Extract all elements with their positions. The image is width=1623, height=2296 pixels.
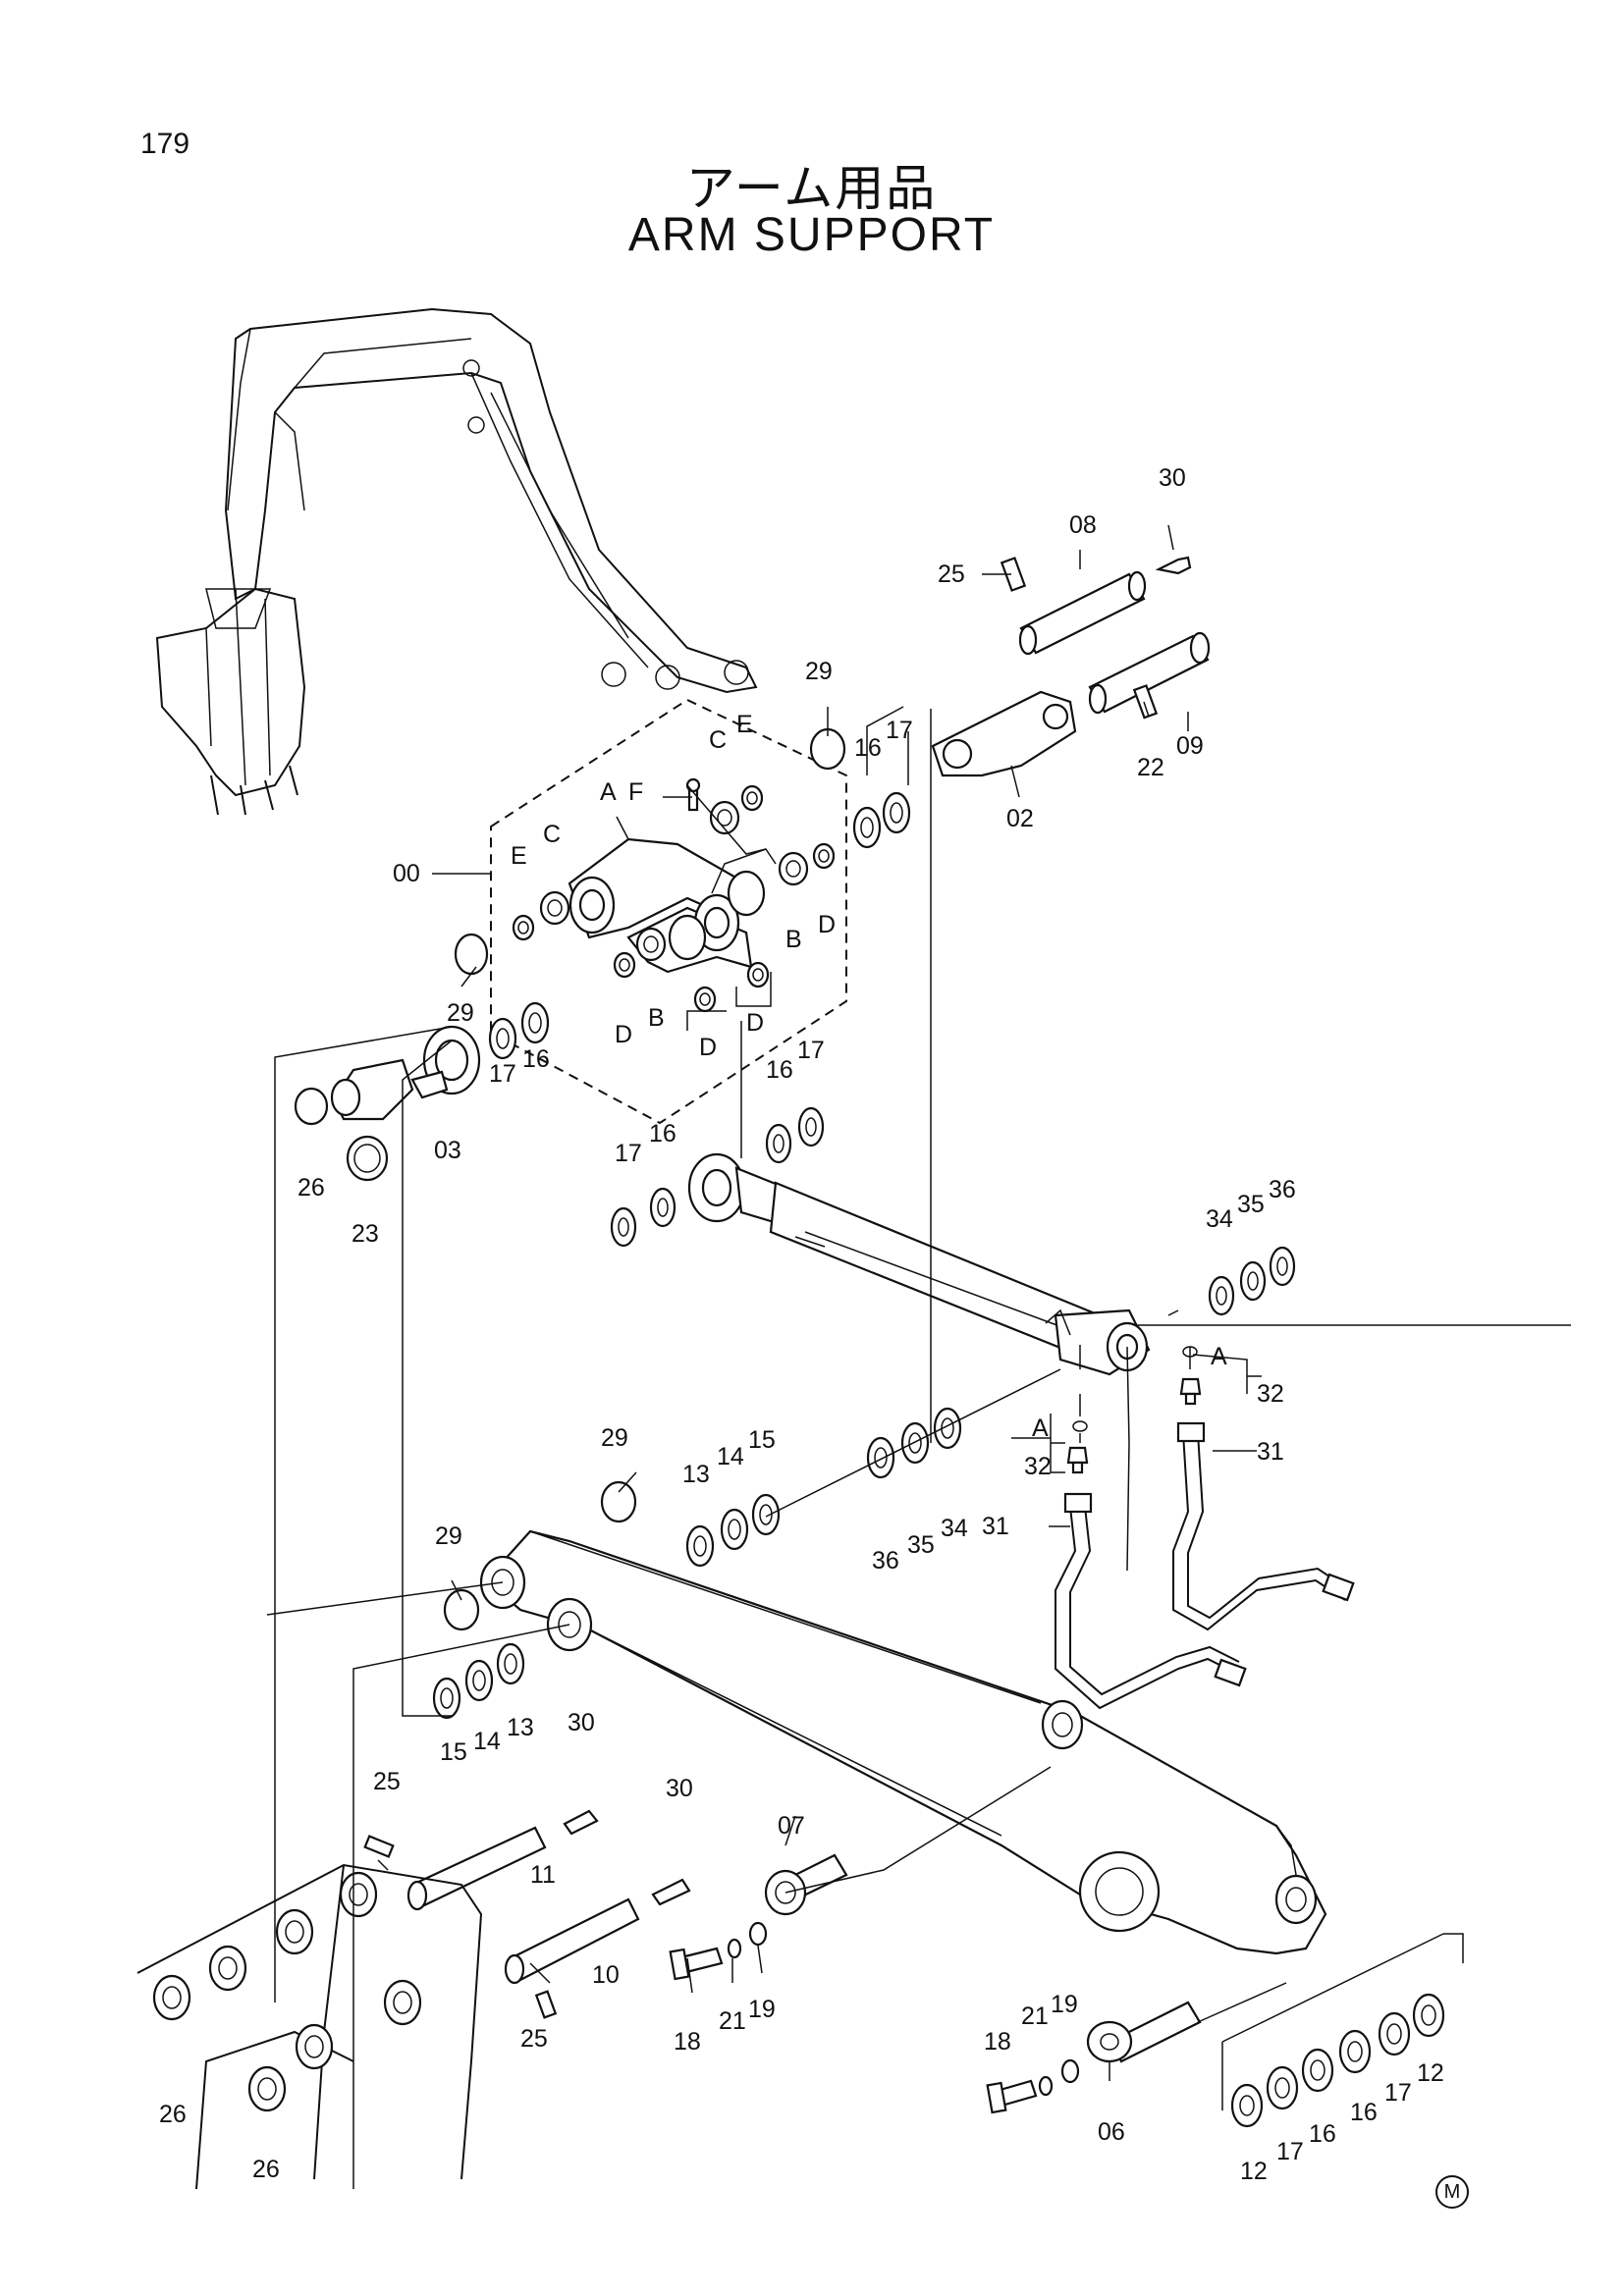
callout-12: 12	[1240, 2158, 1268, 2185]
callout-18: 18	[674, 2028, 701, 2056]
callout-03: 03	[434, 1137, 461, 1164]
callout-34b: 34	[941, 1515, 968, 1542]
callout-14b: 14	[473, 1728, 501, 1755]
callout-16e: 16	[1309, 2120, 1336, 2148]
callout-16d: 16	[649, 1120, 676, 1148]
callout-31b: 31	[982, 1513, 1009, 1540]
callout-00: 00	[393, 860, 420, 887]
callout-09: 09	[1176, 732, 1204, 760]
callout-16c: 16	[766, 1056, 793, 1084]
callout-16: 16	[854, 734, 882, 762]
callout-21: 21	[719, 2007, 746, 2035]
callout-17c: 17	[797, 1037, 825, 1064]
callout-19: 19	[748, 1996, 776, 2023]
callout-f: F	[628, 778, 643, 806]
callout-32: 32	[1257, 1380, 1284, 1408]
bucket-linkage	[136, 1863, 483, 2190]
callout-30b: 30	[568, 1709, 595, 1736]
callout-17: 17	[886, 717, 913, 744]
callout-29: 29	[805, 658, 833, 685]
callout-30: 30	[1159, 464, 1186, 492]
excavator-overview-drawing	[155, 307, 758, 816]
callout-29d: 29	[435, 1522, 462, 1550]
callout-25c: 25	[520, 2025, 548, 2053]
title-english: ARM SUPPORT	[627, 209, 996, 261]
callout-36: 36	[1269, 1176, 1296, 1203]
callout-b: B	[785, 926, 802, 953]
callout-10: 10	[592, 1961, 620, 1989]
callout-02: 02	[1006, 805, 1034, 832]
callout-14: 14	[717, 1443, 744, 1470]
hose-31-right	[1172, 1421, 1355, 1631]
callout-07: 07	[778, 1812, 805, 1840]
callout-30c: 30	[666, 1775, 693, 1802]
callout-d: D	[818, 911, 836, 938]
callout-15: 15	[748, 1426, 776, 1454]
callout-35: 35	[1237, 1191, 1265, 1218]
callout-labels: 30 08 25 29 16 17 E C A F 22 09 02 00 E …	[159, 464, 1444, 2185]
callout-26: 26	[298, 1174, 325, 1201]
callout-e: E	[736, 711, 753, 738]
callout-16b: 16	[522, 1045, 550, 1073]
callout-23: 23	[352, 1220, 379, 1248]
callout-32b: 32	[1024, 1453, 1052, 1480]
callout-13: 13	[682, 1461, 710, 1488]
callout-13b: 13	[507, 1714, 534, 1741]
callout-18b: 18	[984, 2028, 1011, 2056]
leader-lines	[266, 524, 1571, 2189]
title-japanese: アーム用品	[685, 160, 938, 217]
link-assembly-boundary	[490, 698, 847, 1125]
hose-31-left	[1055, 1492, 1247, 1710]
callout-19b: 19	[1051, 1991, 1078, 2018]
callout-31: 31	[1257, 1438, 1284, 1466]
m-stamp: M	[1435, 2175, 1469, 2209]
callout-b2: B	[648, 1004, 665, 1032]
callout-17f: 17	[1384, 2079, 1412, 2107]
callout-17b: 17	[489, 1060, 516, 1088]
callout-25: 25	[938, 561, 965, 588]
callout-06: 06	[1098, 2118, 1125, 2146]
callout-29c: 29	[601, 1424, 628, 1452]
hydraulic-cylinder	[687, 1152, 1151, 1376]
page-number: 179	[140, 128, 190, 160]
callout-26b: 26	[159, 2101, 187, 2128]
callout-25b: 25	[373, 1768, 401, 1795]
link-part-a	[568, 837, 766, 974]
callout-a: A	[600, 778, 617, 806]
callout-d2: D	[615, 1021, 632, 1048]
pin-03	[330, 1025, 481, 1121]
callout-a3: A	[1032, 1415, 1049, 1442]
callout-35b: 35	[907, 1531, 935, 1559]
callout-a2: A	[1211, 1343, 1227, 1370]
callout-17e: 17	[1276, 2138, 1304, 2165]
callout-29b: 29	[447, 999, 474, 1027]
callout-21b: 21	[1021, 2002, 1049, 2030]
callout-17d: 17	[615, 1140, 642, 1167]
callout-12b: 12	[1417, 2059, 1444, 2087]
callout-26c: 26	[252, 2156, 280, 2183]
callout-d3: D	[746, 1009, 764, 1037]
callout-16f: 16	[1350, 2099, 1378, 2126]
callout-36b: 36	[872, 1547, 899, 1575]
callout-08: 08	[1069, 511, 1097, 539]
callout-d4: D	[699, 1034, 717, 1061]
callout-11: 11	[530, 1861, 556, 1889]
callout-15b: 15	[440, 1738, 467, 1766]
callout-34: 34	[1206, 1205, 1233, 1233]
callout-c2: C	[543, 821, 561, 848]
arm-body	[479, 1529, 1327, 1955]
callout-22: 22	[1137, 754, 1164, 781]
bushings-and-seals	[512, 784, 836, 1013]
callout-e2: E	[511, 842, 527, 870]
callout-c: C	[709, 726, 727, 754]
